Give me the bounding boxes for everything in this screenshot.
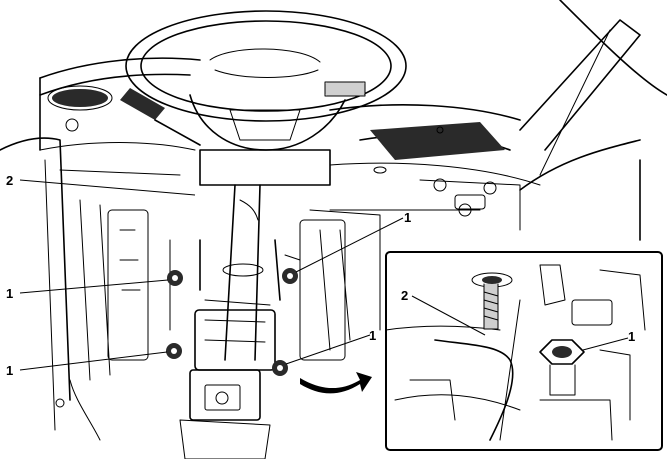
bolt-lower-left (166, 343, 182, 359)
inset-stud (471, 272, 513, 330)
callout-1-upper-right-bolt: 1 (404, 210, 411, 225)
bolt-upper-right (282, 268, 298, 284)
callout-1-lower-right-bolt: 1 (369, 328, 376, 343)
left-grill (47, 85, 113, 111)
leader-lines (19, 179, 629, 371)
steering-column (169, 149, 331, 459)
bolt-upper-left (167, 270, 183, 286)
center-grill (370, 122, 505, 160)
dashboard-structure (0, 0, 667, 441)
turn-signal-stalk (120, 88, 201, 146)
steering-wheel (125, 10, 407, 151)
callout-2-column: 2 (6, 173, 13, 188)
detail-arrow (300, 372, 372, 394)
callout-1-lower-left-bolt: 1 (6, 363, 13, 378)
bolt-lower-right (272, 360, 288, 376)
inset-nut (539, 339, 585, 396)
callout-1-inset-nut: 1 (628, 329, 635, 344)
callout-2-inset-stud: 2 (401, 288, 408, 303)
callout-1-upper-left-bolt: 1 (6, 286, 13, 301)
inset-detail (385, 251, 663, 451)
callout-labels: 2 1 1 1 1 2 1 (6, 173, 635, 378)
column-bolts (166, 268, 298, 376)
